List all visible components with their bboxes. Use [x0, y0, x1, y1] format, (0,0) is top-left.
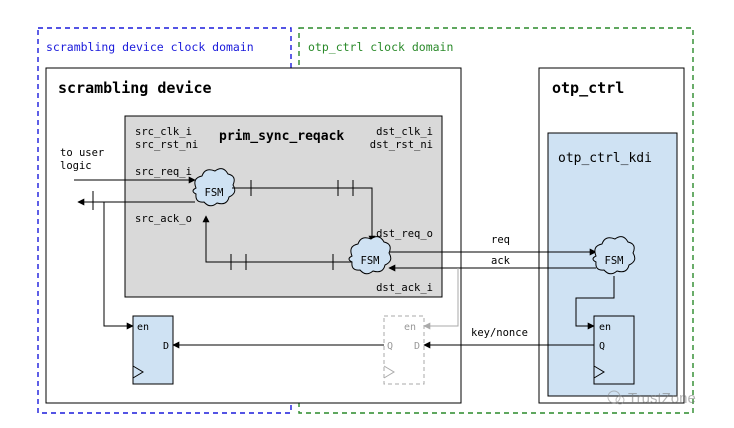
otp-ctrl-kdi-title: otp_ctrl_kdi [558, 151, 652, 166]
intermediate-flop-clock-icon [383, 365, 395, 379]
otp-domain-border [298, 27, 694, 414]
intermediate-flop-d: D [414, 341, 420, 352]
to-user-logic-label-line2: logic [60, 160, 92, 172]
dst-rst-label: dst_rst_ni [370, 139, 433, 151]
watermark-text: TrustZone [628, 390, 696, 407]
kdi-flop-q: Q [599, 341, 605, 352]
scrambling-device-title: scrambling device [58, 79, 212, 97]
src-req-label: src_req_i [135, 166, 192, 178]
dst-fsm-cloud-shape [348, 236, 392, 275]
src-fsm-cloud-shape [192, 168, 236, 207]
kdi-flop-en: en [599, 322, 611, 333]
intermediate-flop: en Q D [383, 315, 425, 385]
otp-domain-label: otp_ctrl clock domain [308, 40, 453, 54]
scrambling-flop-body [132, 315, 174, 385]
kdi-fsm: FSM [592, 236, 636, 275]
kdi-fsm-to-enable-wire [575, 276, 615, 330]
dst-to-src-ack-wire [202, 215, 352, 263]
dst-fsm: FSM [348, 236, 392, 275]
src-fsm-label: FSM [205, 187, 224, 199]
to-user-logic-label-line1: to user [60, 147, 104, 159]
watermark-icon [607, 390, 621, 404]
kdi-flop-clock-icon [593, 365, 605, 379]
scrambling-flop-clock-icon [132, 365, 144, 379]
scrambling-flop-d: D [163, 341, 169, 352]
scrambling-flop: en D [132, 315, 174, 385]
src-fsm: FSM [192, 168, 236, 207]
prim-sync-reqack-title: prim_sync_reqack [219, 129, 344, 144]
scrambling-flop-en: en [137, 322, 149, 333]
src-to-dst-req-wire [232, 187, 376, 243]
dst-req-label: dst_req_o [376, 228, 433, 240]
kdi-flop-body [593, 315, 635, 385]
kdi-fsm-label: FSM [605, 255, 624, 267]
intermediate-flop-body [383, 315, 425, 385]
src-ack-label: src_ack_o [135, 213, 192, 225]
src-rst-label: src_rst_ni [135, 139, 198, 151]
dst-fsm-label: FSM [361, 255, 380, 267]
otp-ctrl-title: otp_ctrl [552, 79, 624, 97]
grey-enable-wire [423, 268, 459, 330]
req-label: req [491, 234, 510, 246]
watermark: TrustZone [607, 390, 696, 407]
ack-to-enable-wire [103, 202, 134, 330]
intermediate-flop-en: en [404, 322, 416, 333]
key-nonce-label: key/nonce [471, 327, 528, 339]
kdi-flop: en Q [593, 315, 635, 385]
scrambling-domain-label: scrambling device clock domain [46, 40, 254, 54]
intermediate-flop-q: Q [387, 341, 393, 352]
ack-label: ack [491, 255, 511, 267]
dst-ack-label: dst_ack_i [376, 282, 433, 294]
kdi-fsm-cloud-shape [592, 236, 636, 275]
src-clk-label: src_clk_i [135, 126, 192, 138]
dst-clk-label: dst_clk_i [376, 126, 433, 138]
watermark-icon-dot [615, 395, 625, 405]
